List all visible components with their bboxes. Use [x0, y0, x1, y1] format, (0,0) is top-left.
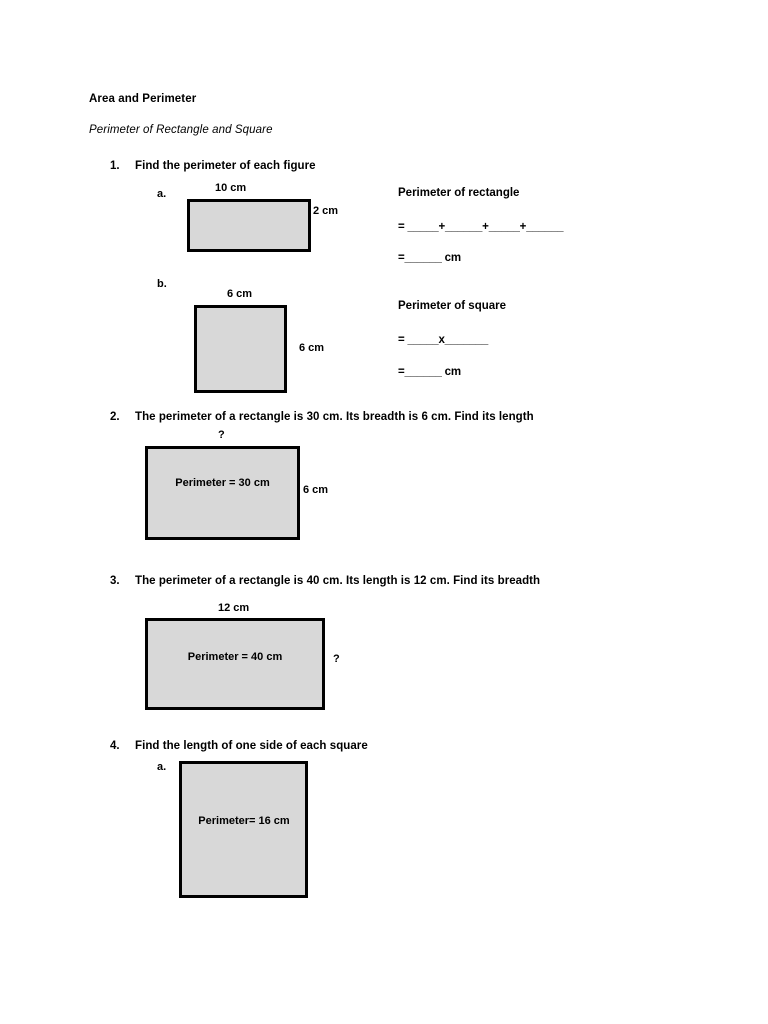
question-1-number: 1.: [110, 160, 120, 172]
question-3-rectangle: [145, 618, 325, 710]
question-2-rectangle: [145, 446, 300, 540]
formula-rectangle-heading: Perimeter of rectangle: [398, 187, 520, 199]
question-2-top-dimension: ?: [218, 429, 225, 441]
question-4a-square: [179, 761, 308, 898]
question-1b-label: b.: [157, 278, 167, 290]
formula-rectangle-result[interactable]: =______ cm: [398, 252, 461, 264]
question-1b-right-dimension: 6 cm: [299, 342, 325, 354]
question-2-text: The perimeter of a rectangle is 30 cm. I…: [135, 411, 534, 423]
question-1b-square: [194, 305, 287, 393]
question-2-inside-label: Perimeter = 30 cm: [175, 477, 270, 489]
formula-square-heading: Perimeter of square: [398, 300, 507, 312]
question-1a-right-dimension: 2 cm: [313, 205, 339, 217]
question-4a-inside-label: Perimeter= 16 cm: [198, 815, 290, 827]
question-2-number: 2.: [110, 411, 120, 423]
question-1b-top-dimension: 6 cm: [227, 288, 253, 300]
formula-square-expression[interactable]: = _____x_______: [398, 334, 489, 346]
question-2-right-dimension: 6 cm: [303, 484, 329, 496]
question-3-inside-label: Perimeter = 40 cm: [187, 651, 283, 663]
question-4a-label: a.: [157, 761, 167, 773]
question-3-right-dimension: ?: [333, 653, 340, 665]
page-subtitle: Perimeter of Rectangle and Square: [89, 124, 273, 136]
question-3-number: 3.: [110, 575, 120, 587]
formula-rectangle-expression[interactable]: = _____+______+_____+______: [398, 221, 564, 233]
formula-square-result[interactable]: =______ cm: [398, 366, 461, 378]
question-4-text: Find the length of one side of each squa…: [135, 740, 368, 752]
question-1a-label: a.: [157, 188, 167, 200]
question-1a-rectangle: [187, 199, 311, 252]
page-title: Area and Perimeter: [89, 93, 197, 105]
question-1-text: Find the perimeter of each figure: [135, 160, 316, 172]
question-1a-top-dimension: 10 cm: [215, 182, 247, 194]
question-4-number: 4.: [110, 740, 120, 752]
question-3-text: The perimeter of a rectangle is 40 cm. I…: [135, 575, 541, 587]
question-3-top-dimension: 12 cm: [218, 602, 250, 614]
